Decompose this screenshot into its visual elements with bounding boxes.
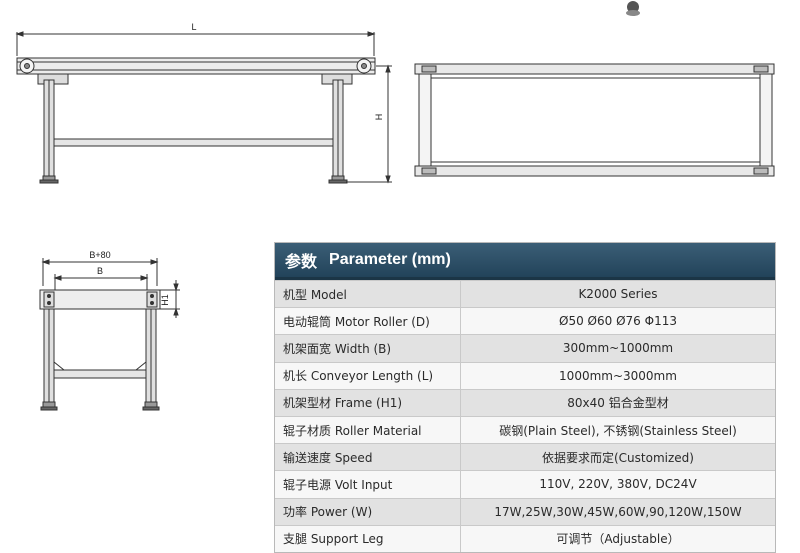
parameter-rows: 机型 Model K2000 Series 电动辊筒 Motor Roller … (275, 280, 775, 552)
param-row-motor-roller: 电动辊筒 Motor Roller (D) Ø50 Ø60 Ø76 Φ113 (275, 307, 775, 335)
parameter-table: 参数 Parameter (mm) 机型 Model K2000 Series … (274, 242, 776, 553)
table-title-en: Parameter (mm) (329, 251, 451, 268)
param-row-conveyor-length: 机长 Conveyor Length (L) 1000mm~3000mm (275, 361, 775, 389)
side-view-drawing (15, 31, 392, 184)
param-label: 辊子电源 Volt Input (275, 471, 461, 498)
param-value: K2000 Series (578, 287, 658, 302)
param-row-power: 功率 Power (W) 17W,25W,30W,45W,60W,90,120W… (275, 497, 775, 525)
dim-width-total-label: B+80 (89, 250, 110, 260)
dim-height-label: H (374, 114, 384, 121)
param-row-volt-input: 辊子电源 Volt Input 110V, 220V, 380V, DC24V (275, 470, 775, 498)
param-row-support-leg: 支腿 Support Leg 可调节（Adjustable） (275, 524, 775, 552)
param-row-model: 机型 Model K2000 Series (275, 280, 775, 308)
dim-width-label: B (97, 266, 103, 276)
param-label: 辊子材质 Roller Material (275, 416, 461, 444)
param-label: 机长 Conveyor Length (L) (275, 362, 461, 389)
param-label: 功率 Power (W) (275, 498, 461, 525)
table-title-cn: 参数 (285, 252, 318, 271)
product-photo-fragment (626, 1, 640, 16)
param-value: 依据要求而定(Customized) (542, 450, 694, 465)
param-label: 支腿 Support Leg (275, 525, 461, 552)
param-row-frame: 机架型材 Frame (H1) 80x40 铝合金型材 (275, 388, 775, 416)
parameter-table-header: 参数 Parameter (mm) (275, 243, 775, 280)
end-view-drawing (39, 258, 180, 411)
param-label: 输送速度 Speed (275, 444, 461, 471)
param-value: 可调节（Adjustable） (556, 532, 680, 547)
dim-length-label: L (191, 22, 196, 32)
param-label: 电动辊筒 Motor Roller (D) (275, 308, 461, 335)
param-label: 机架面宽 Width (B) (275, 335, 461, 362)
param-label: 机架型材 Frame (H1) (275, 389, 461, 416)
param-label: 机型 Model (275, 281, 461, 308)
param-row-speed: 输送速度 Speed 依据要求而定(Customized) (275, 443, 775, 471)
param-row-roller-material: 辊子材质 Roller Material 碳钢(Plain Steel), 不锈… (275, 415, 775, 444)
param-value: 300mm~1000mm (562, 341, 674, 356)
param-value: 17W,25W,30W,45W,60W,90,120W,150W (494, 504, 742, 519)
param-row-width: 机架面宽 Width (B) 300mm~1000mm (275, 334, 775, 362)
top-view-drawing (414, 63, 775, 177)
dim-frame-height-label: H1 (160, 294, 170, 306)
param-value: Ø50 Ø60 Ø76 Φ113 (559, 314, 677, 329)
param-value: 80x40 铝合金型材 (567, 396, 669, 411)
param-value: 110V, 220V, 380V, DC24V (539, 477, 697, 492)
param-value: 碳钢(Plain Steel), 不锈钢(Stainless Steel) (499, 423, 737, 438)
param-value: 1000mm~3000mm (559, 368, 677, 383)
